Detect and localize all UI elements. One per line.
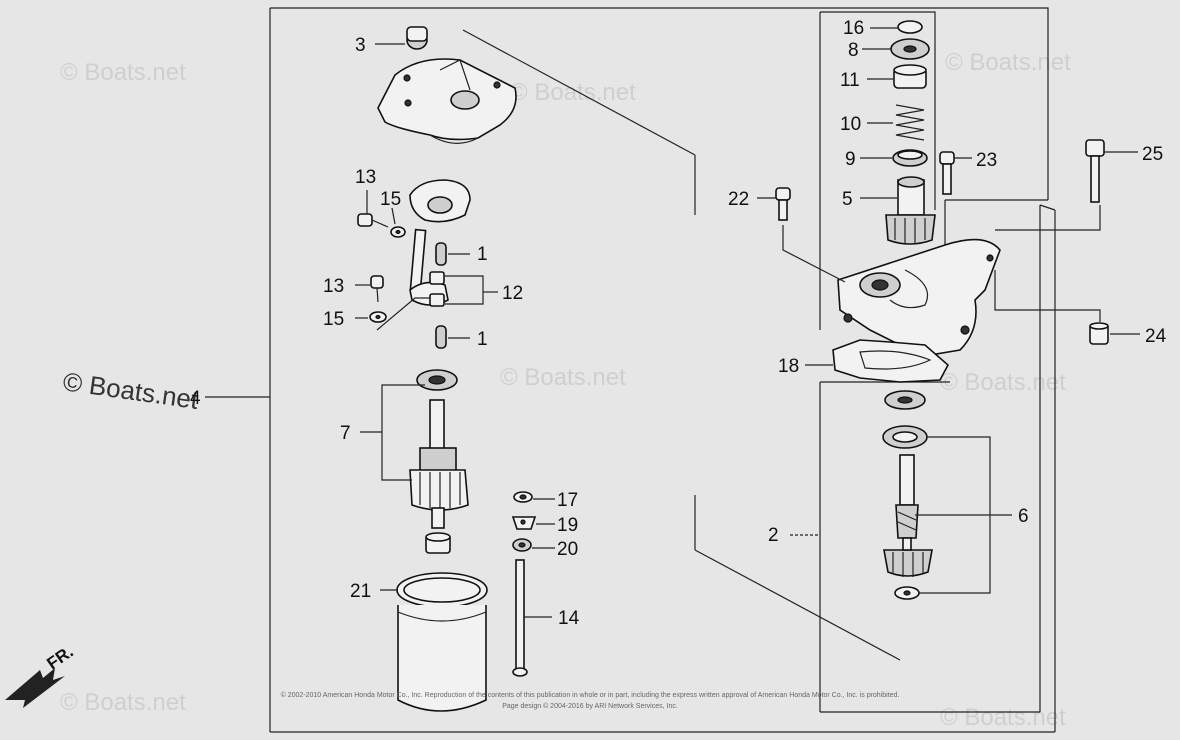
part-24-dowel [994,270,1140,345]
part-13-screw-lower [355,275,384,303]
callout-15-lower: 15 [323,309,344,330]
callout-17: 17 [557,490,578,511]
part-lower-washer [894,586,920,600]
footer-line-2: Page design © 2004-2016 by ARI Network S… [502,702,678,710]
part-3-grommet [375,26,428,50]
callout-3: 3 [355,35,366,56]
part-bushing [425,532,451,554]
shaft-leaders [790,436,1012,594]
part-14-through-bolt [512,559,552,677]
watermark-text: © Boats.net [945,49,1071,76]
callout-6: 6 [1018,506,1029,527]
part-brush-holder [409,179,471,349]
front-direction-label: FR. [43,642,76,673]
callout-18: 18 [778,356,799,377]
watermark-text: © Boats.net [940,704,1066,731]
watermark-text: © Boats.net [510,79,636,106]
part-15-washer-lower [355,311,387,323]
callout-16: 16 [843,18,864,39]
part-20-washer [512,538,555,552]
part-6-bearing [882,425,928,449]
callout-13-lower: 13 [323,276,344,297]
part-18-gasket [805,339,950,383]
callout-1-lower: 1 [477,329,488,350]
part-15-washer-upper [390,207,406,238]
callout-8: 8 [848,40,859,61]
part-19-clip [511,516,555,530]
callout-4: 4 [190,388,201,409]
part-21-yoke [380,572,488,712]
part-11-collar [867,64,927,89]
callout-2: 2 [768,525,779,546]
part-17-washer [513,491,555,503]
part-8-washer [862,38,930,60]
watermark-text: © Boats.net [940,369,1066,396]
callout-1-upper: 1 [477,244,488,265]
callout-5: 5 [842,189,853,210]
part-7-armature [360,369,469,529]
footer-line-1: © 2002-2010 American Honda Motor Co., In… [281,691,900,699]
part-10-spring [867,104,925,141]
part-oil-seal [884,390,926,410]
watermark-text: © Boats.net [60,59,186,86]
callout-15-upper: 15 [380,189,401,210]
part-5-pinion [860,176,936,245]
callout-20: 20 [557,539,578,560]
callout-9: 9 [845,149,856,170]
callout-7: 7 [340,423,351,444]
footer-copyright: © 2002-2010 American Honda Motor Co., In… [281,691,900,710]
part-25-bolt [995,139,1138,231]
callout-23: 23 [976,150,997,171]
callout-10: 10 [840,114,861,135]
brush-leaders [376,253,498,339]
callout-24: 24 [1145,326,1167,347]
part-bracket-housing [837,238,1001,356]
callout-21: 21 [350,581,371,602]
watermark-text: © Boats.net [500,364,626,391]
assembly-frame [205,7,1056,733]
part-16-snap-ring [870,20,923,34]
callout-14: 14 [558,608,580,629]
watermark-text: © Boats.net [60,689,186,716]
callout-11: 11 [840,70,860,91]
callout-numbers: 3 13 15 1 12 13 15 1 4 7 17 19 20 21 14 … [190,18,1167,629]
callout-13-upper: 13 [355,167,376,188]
part-22-bolt [757,187,846,283]
part-9-ring [860,149,928,167]
callout-12: 12 [502,283,523,304]
part-13-screw-upper [357,190,389,228]
callout-22: 22 [728,189,749,210]
part-rear-cover [377,58,517,144]
callout-19: 19 [557,515,578,536]
callout-25: 25 [1142,144,1163,165]
watermark-main: © Boats.net [61,366,201,415]
part-6-drive-shaft [883,454,933,577]
